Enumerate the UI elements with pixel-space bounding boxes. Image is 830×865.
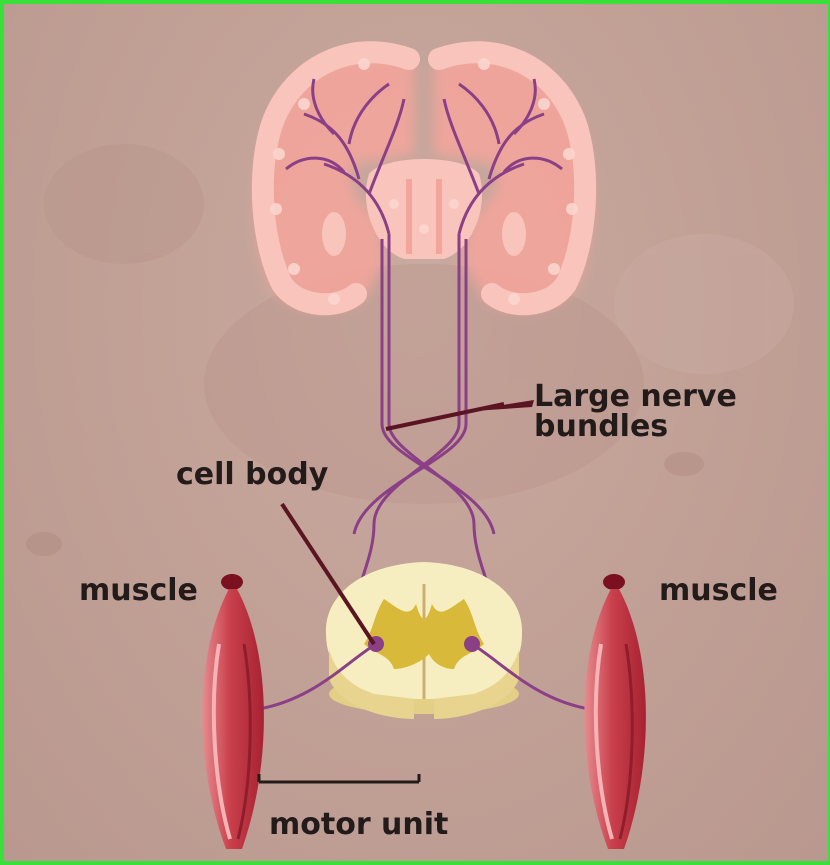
motor-unit-label: motor unit bbox=[269, 810, 448, 840]
motor-unit-bracket bbox=[259, 774, 419, 782]
muscle-left-label: muscle bbox=[79, 576, 198, 606]
large-nerve-bundles-label: Large nerve bundles bbox=[534, 382, 737, 442]
cell-body-label: cell body bbox=[176, 460, 328, 490]
label-line-1: Large nerve bbox=[534, 382, 737, 412]
label-line-2: bundles bbox=[534, 412, 737, 442]
muscle-right bbox=[584, 574, 646, 849]
spinal-cord-section bbox=[326, 562, 522, 719]
muscle-right-label: muscle bbox=[659, 576, 778, 606]
muscle-left bbox=[202, 574, 264, 849]
